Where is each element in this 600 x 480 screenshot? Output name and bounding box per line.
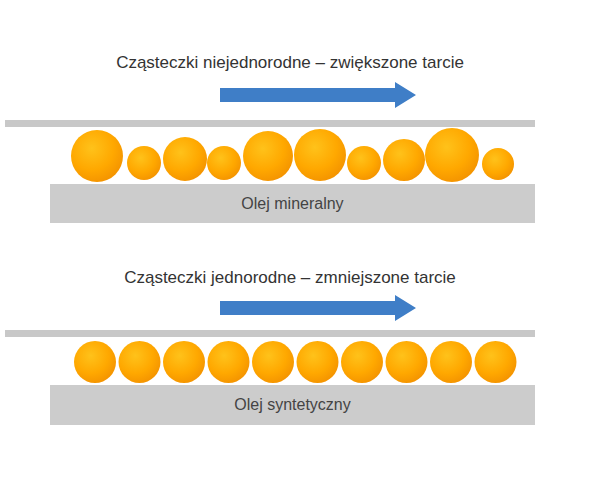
upper-plate (5, 120, 535, 127)
motion-arrow (220, 295, 416, 321)
panel-heading: Cząsteczki niejednorodne – zwiększone ta… (40, 53, 540, 73)
oil-band: Olej mineralny (50, 184, 535, 223)
panel-heading: Cząsteczki jednorodne – zmniejszone tarc… (40, 268, 540, 288)
uneven-particles (71, 128, 514, 182)
uniform-particles (74, 341, 517, 383)
oil-band: Olej syntetyczny (50, 385, 535, 425)
upper-plate (5, 330, 535, 337)
oil-name: Olej mineralny (241, 195, 343, 213)
motion-arrow (220, 82, 416, 108)
oil-name: Olej syntetyczny (234, 396, 350, 414)
